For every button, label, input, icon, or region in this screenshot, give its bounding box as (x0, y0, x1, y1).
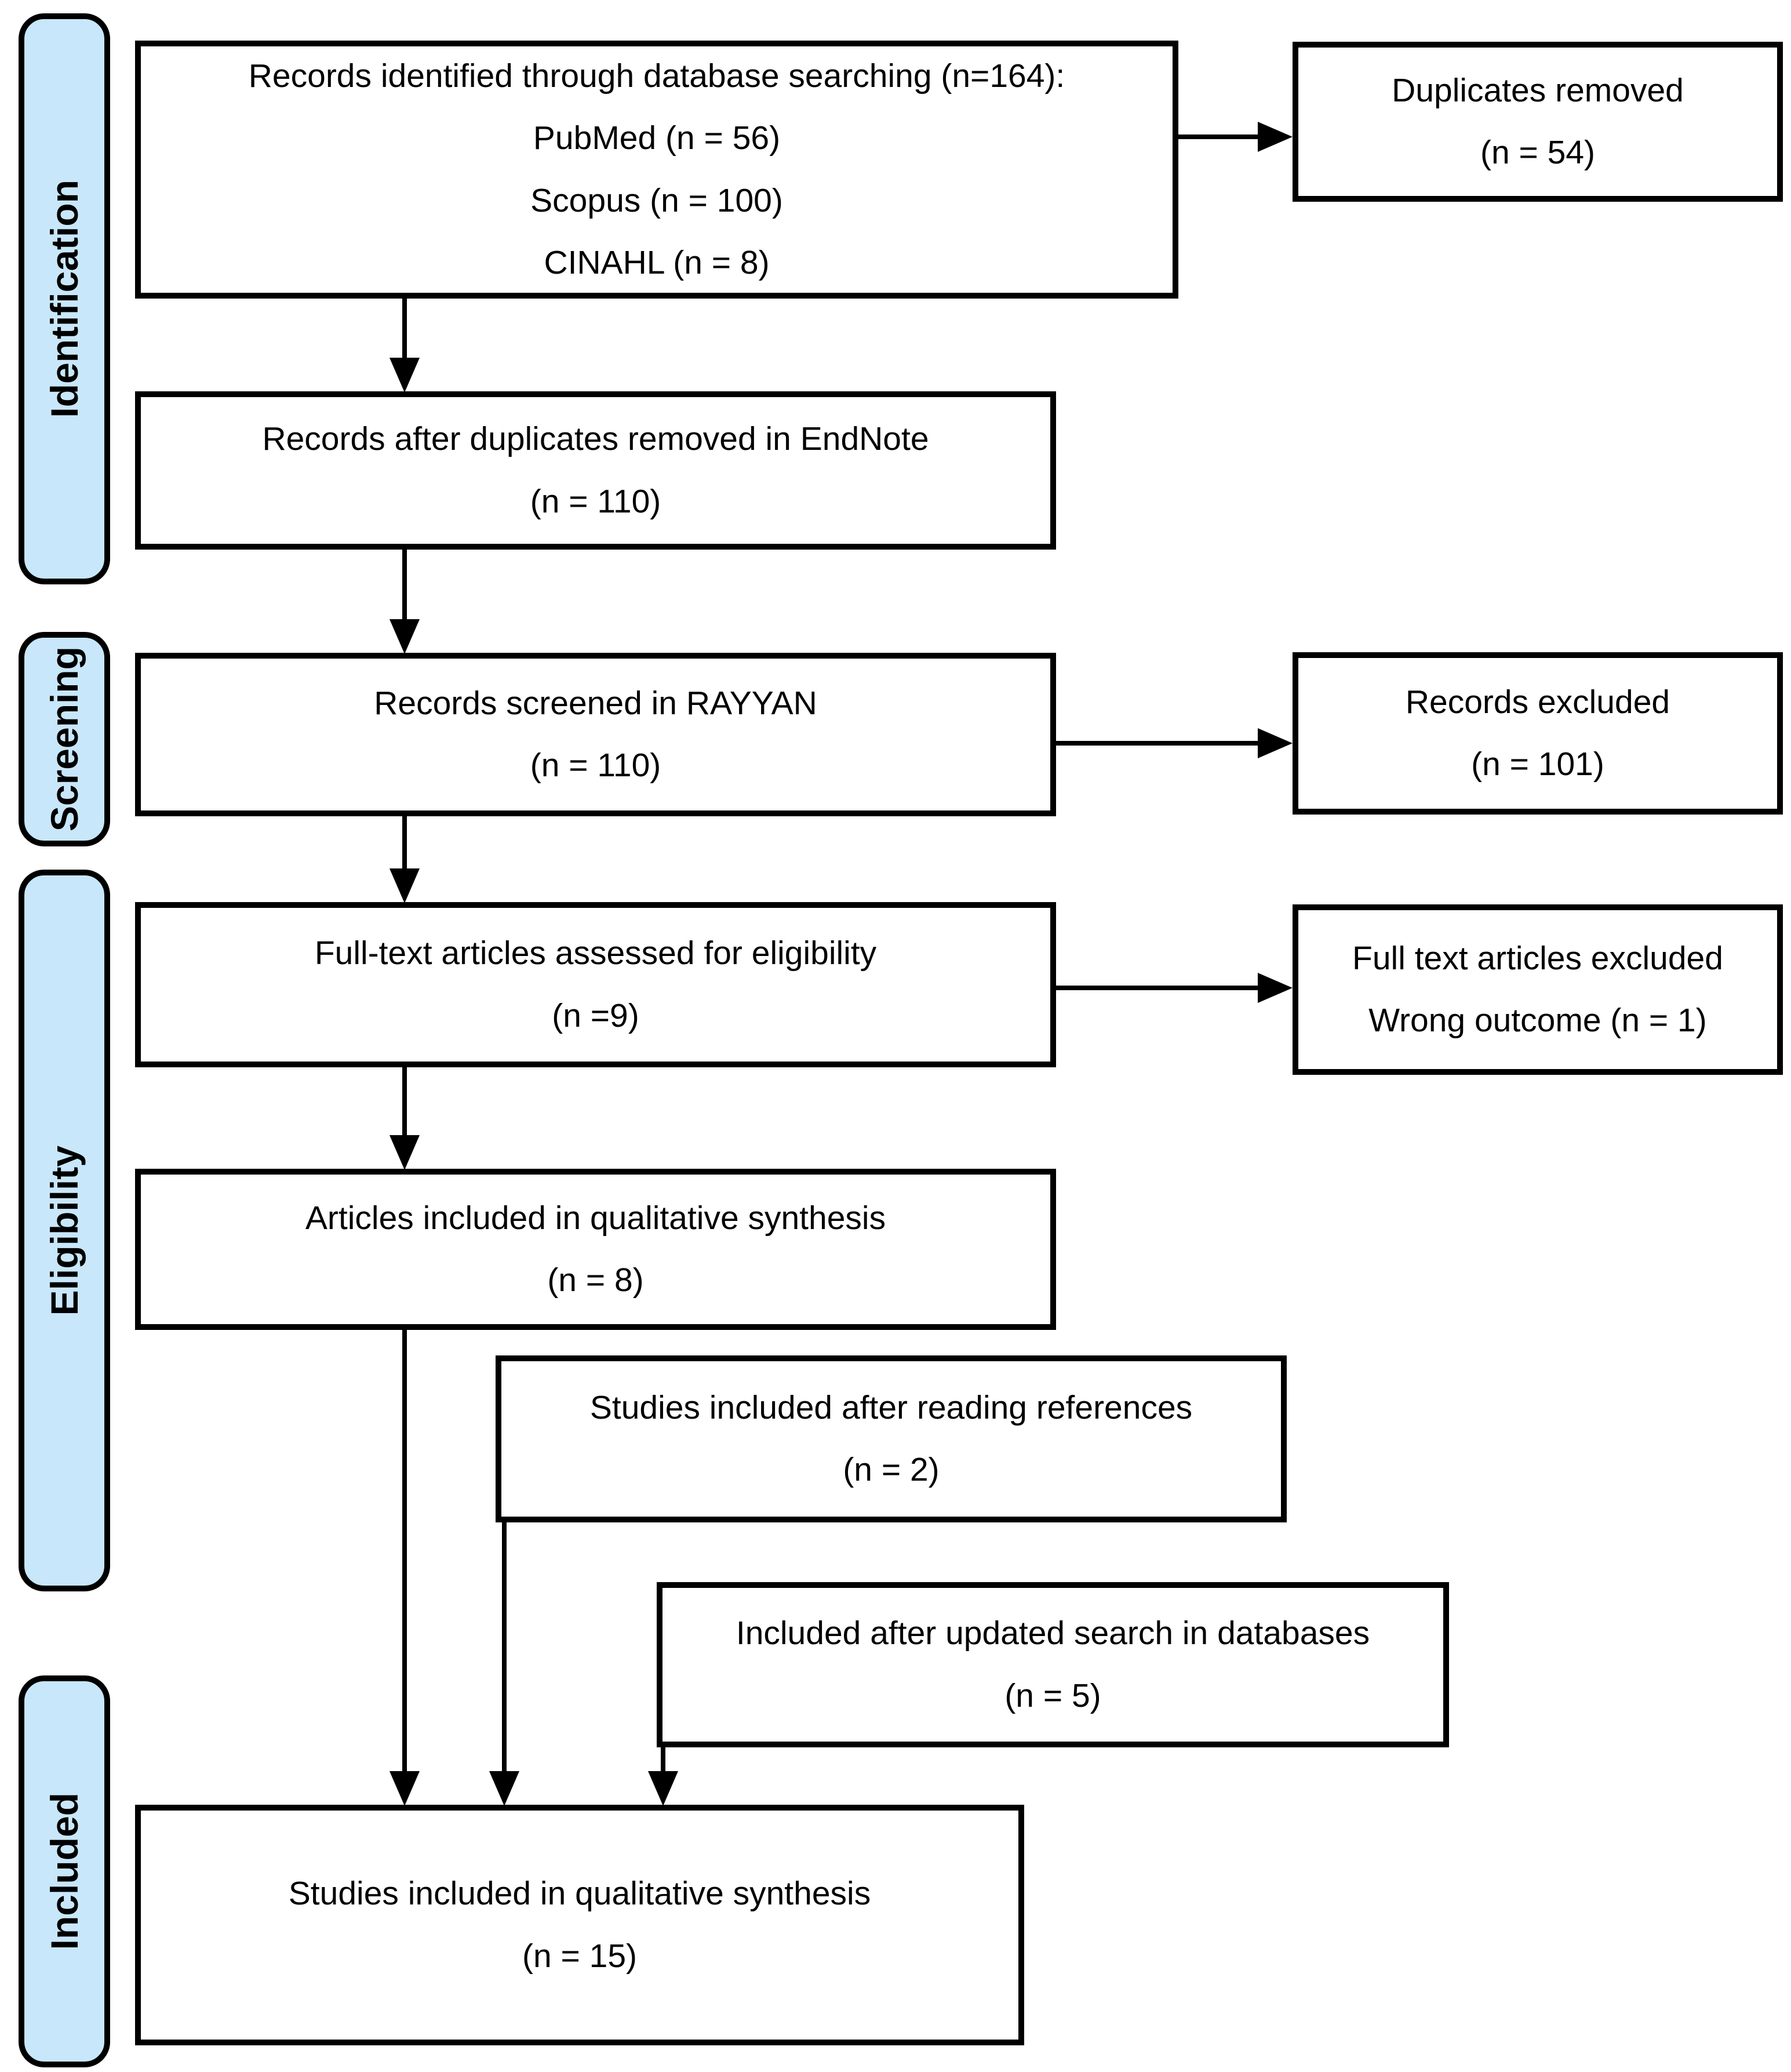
arrow-references-to-final (502, 1522, 507, 1772)
box-text-line: Full text articles excluded (1352, 939, 1723, 977)
box-fulltext-assessed: Full-text articles assessed for eligibil… (135, 902, 1056, 1067)
arrowhead-down-icon (389, 1135, 420, 1170)
box-fulltext-excluded: Full text articles excluded Wrong outcom… (1293, 904, 1783, 1075)
arrow-fulltext-to-excluded (1056, 986, 1259, 990)
box-text-line: Records screened in RAYYAN (374, 684, 817, 722)
arrowhead-right-icon (1258, 973, 1293, 1003)
box-text-line: Duplicates removed (1392, 71, 1684, 109)
box-text-line: Wrong outcome (n = 1) (1368, 1002, 1707, 1039)
box-text-line: (n = 110) (530, 482, 661, 520)
arrow-identified-to-duplicates (1178, 135, 1259, 139)
box-text-line: (n = 8) (547, 1262, 644, 1299)
box-text-line: Records after duplicates removed in EndN… (262, 420, 929, 458)
arrow-screened-to-fulltext (402, 816, 407, 870)
stage-label-screening: Screening (19, 632, 110, 846)
box-text-line: Full-text articles assessed for eligibil… (314, 935, 877, 972)
arrow-screened-to-excluded (1056, 741, 1259, 746)
stage-label-included: Included (19, 1675, 110, 2067)
box-text-line: Scopus (n = 100) (530, 181, 783, 219)
box-text-line: Included after updated search in databas… (736, 1615, 1370, 1652)
stage-label-text: Eligibility (43, 1145, 86, 1316)
arrowhead-down-icon (389, 868, 420, 903)
box-records-after-duplicates: Records after duplicates removed in EndN… (135, 391, 1056, 550)
box-text-line: (n = 2) (843, 1451, 940, 1488)
box-text-line: (n = 101) (1471, 746, 1604, 783)
box-text-line: Records excluded (1405, 683, 1670, 721)
box-text-line: CINAHL (n = 8) (544, 243, 770, 281)
stage-label-text: Identification (43, 180, 86, 418)
arrowhead-right-icon (1258, 728, 1293, 758)
arrow-deduped-to-screened (402, 550, 407, 620)
box-studies-after-references: Studies included after reading reference… (496, 1355, 1287, 1522)
box-text-line: Articles included in qualitative synthes… (305, 1199, 886, 1237)
box-text-line: (n = 5) (1004, 1677, 1101, 1714)
box-text-line: PubMed (n = 56) (533, 119, 781, 157)
box-records-identified: Records identified through database sear… (135, 41, 1178, 299)
box-text-line: (n =9) (552, 997, 639, 1034)
arrowhead-down-icon (489, 1771, 519, 1806)
box-text-line: Studies included in qualitative synthesi… (288, 1875, 871, 1913)
box-articles-included-qualitative: Articles included in qualitative synthes… (135, 1169, 1056, 1330)
arrow-fulltext-to-qualitative (402, 1067, 407, 1136)
box-text-line: Records identified through database sear… (248, 57, 1065, 95)
box-text-line: (n = 54) (1480, 134, 1596, 171)
arrow-identified-to-deduped (402, 299, 407, 362)
box-included-updated-search: Included after updated search in databas… (657, 1582, 1449, 1747)
stage-label-text: Included (43, 1793, 86, 1950)
box-records-screened: Records screened in RAYYAN (n = 110) (135, 653, 1056, 816)
arrowhead-down-icon (389, 619, 420, 654)
box-text-line: Studies included after reading reference… (589, 1388, 1193, 1426)
arrowhead-down-icon (648, 1771, 678, 1806)
stage-label-text: Screening (43, 646, 86, 832)
stage-label-identification: Identification (19, 13, 110, 584)
box-text-line: (n = 110) (530, 747, 661, 784)
box-text-line: (n = 15) (522, 1937, 638, 1975)
stage-label-eligibility: Eligibility (19, 870, 110, 1591)
arrowhead-down-icon (389, 1771, 420, 1806)
arrowhead-right-icon (1258, 122, 1293, 152)
box-studies-included-qualitative: Studies included in qualitative synthesi… (135, 1805, 1024, 2045)
box-records-excluded: Records excluded (n = 101) (1293, 652, 1783, 815)
arrowhead-down-icon (389, 358, 420, 392)
box-duplicates-removed: Duplicates removed (n = 54) (1293, 42, 1783, 202)
arrow-qualitative-to-final (402, 1330, 407, 1772)
arrow-updated-search-to-final (661, 1747, 665, 1772)
